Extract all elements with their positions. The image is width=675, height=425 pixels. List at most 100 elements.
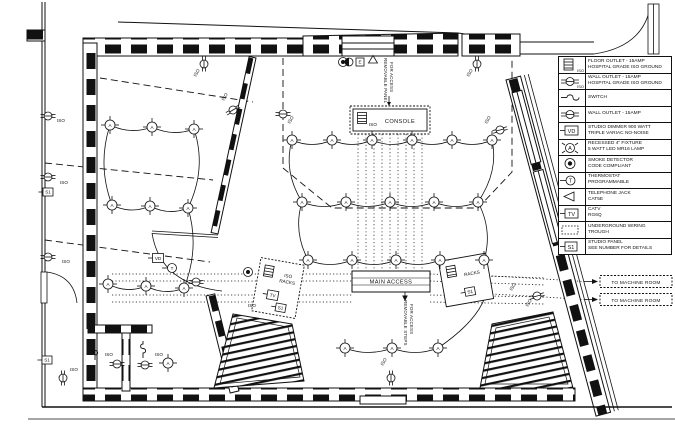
studio-panel-symbol bbox=[38, 187, 54, 197]
telephone-jack-icon bbox=[563, 191, 575, 202]
iso-label: ISO bbox=[62, 259, 70, 264]
removable-steps-text-1: REMOVABLE STEPS bbox=[403, 300, 408, 346]
wall-outlet-symbol bbox=[137, 360, 153, 370]
floor-outlet-symbol bbox=[262, 264, 275, 278]
fixture-wiring bbox=[103, 124, 495, 353]
removable-steps-note: REMOVABLE STEPS FOR ACCESS bbox=[403, 300, 414, 346]
wall-outlet-symbol bbox=[386, 370, 396, 386]
racks-label: RACKS bbox=[464, 270, 480, 278]
removable-panel-text-1: REMOVABLE PANEL bbox=[383, 58, 388, 104]
studio-panel-icon: S1 bbox=[560, 241, 578, 251]
console-box: ISO CONSOLE bbox=[349, 105, 431, 135]
console-label: CONSOLE bbox=[385, 119, 415, 125]
floor-outlet-icon bbox=[563, 58, 574, 71]
iso-label: ISO bbox=[484, 115, 493, 125]
iso-label: ISO bbox=[105, 352, 113, 357]
wall-outlet-symbol bbox=[472, 56, 482, 72]
right-arrow-icon bbox=[592, 297, 598, 302]
recessed-fixture-symbol bbox=[335, 338, 355, 358]
legend-iso-tag: ISO bbox=[577, 67, 584, 73]
door-top-right bbox=[593, 3, 660, 55]
recessed-fixture-symbol bbox=[428, 338, 448, 358]
wall-outlet-symbol bbox=[40, 111, 56, 121]
wall-outlet-iso-icon bbox=[561, 76, 579, 86]
svg-text:S1: S1 bbox=[568, 245, 575, 251]
recessed-fixture-symbol bbox=[174, 278, 194, 298]
wiring-trough-icon bbox=[561, 225, 579, 235]
wall-outlet-icon bbox=[561, 109, 579, 119]
main-access-box: MAIN ACCESS bbox=[351, 270, 431, 302]
door-left-partition bbox=[151, 230, 223, 292]
down-arrow-icon bbox=[387, 102, 391, 106]
iso-label: ISO bbox=[221, 92, 230, 102]
floor-outlet-symbol bbox=[357, 112, 367, 124]
to-machine-room-label-1: TO MACHINE ROOM bbox=[611, 280, 660, 286]
legend-iso-tag: ISO bbox=[577, 84, 584, 89]
svg-text:A: A bbox=[568, 146, 572, 152]
top-wall-left bbox=[82, 37, 304, 57]
recessed-fixture-symbol bbox=[142, 117, 162, 137]
iso-label: ISO bbox=[248, 303, 256, 308]
legend-row-wall-outlet: WALL OUTLET - 15AMP bbox=[559, 106, 671, 123]
wall-outlet-symbol bbox=[58, 370, 68, 386]
iso-label: ISO bbox=[60, 180, 68, 185]
switch-symbol bbox=[140, 340, 147, 359]
console-drop-lines bbox=[357, 134, 423, 270]
iso-label: ISO bbox=[287, 115, 296, 125]
trough-dotted-lines bbox=[112, 273, 585, 305]
iso-racks-box: ISO RACKS bbox=[251, 257, 305, 319]
legend-text: FLOOR OUTLET - 15AMP bbox=[588, 58, 645, 64]
bottom-left-v-wall bbox=[121, 332, 131, 392]
stage-left-hatch bbox=[213, 313, 305, 389]
wiring-run bbox=[288, 139, 303, 203]
smoke-detector-symbol bbox=[243, 267, 253, 277]
recessed-fixture-symbol bbox=[382, 338, 402, 358]
svg-text:VD: VD bbox=[568, 129, 576, 135]
wiring-run bbox=[187, 128, 200, 209]
bottom-wall-notch bbox=[359, 395, 407, 405]
stage-right-hatch bbox=[479, 311, 574, 389]
left-wall bbox=[82, 42, 98, 396]
studio-dimmer-symbol bbox=[147, 253, 164, 263]
iso-label: ISO bbox=[380, 357, 389, 367]
wiring-run bbox=[477, 139, 495, 203]
stage-hatched-areas bbox=[213, 311, 574, 389]
wiring-run bbox=[291, 139, 493, 145]
iso-racks-label-2: RACKS bbox=[279, 278, 295, 286]
exit-box-symbol bbox=[355, 57, 365, 67]
recessed-fixture-symbol bbox=[178, 198, 198, 218]
bottom-wall bbox=[82, 387, 576, 402]
wall-outlet-symbol bbox=[199, 56, 209, 72]
wall-outlet-symbol bbox=[40, 172, 56, 182]
iso-label: ISO bbox=[525, 298, 534, 308]
studio-panel-symbol bbox=[37, 355, 53, 365]
machine-room-callout-1: TO MACHINE ROOM bbox=[584, 275, 673, 288]
wall-outlet-symbol bbox=[40, 252, 56, 262]
racks-box: RACKS bbox=[437, 252, 495, 308]
recessed-fixture-symbol bbox=[322, 130, 342, 150]
half-circle-symbol bbox=[344, 57, 354, 67]
recessed-fixture-symbol bbox=[442, 130, 462, 150]
main-access-label: MAIN ACCESS bbox=[370, 280, 413, 286]
wiring-run bbox=[298, 201, 309, 261]
iso-label: ISO bbox=[57, 118, 65, 123]
recessed-fixture-symbol bbox=[102, 195, 122, 215]
down-arrow-icon bbox=[402, 295, 408, 302]
triangle-symbol bbox=[368, 55, 378, 64]
iso-label: ISO bbox=[466, 68, 475, 78]
iso-label: ISO bbox=[193, 68, 202, 78]
smoke-detector-icon bbox=[564, 158, 576, 169]
studio-dimmer-icon: VD bbox=[560, 125, 579, 136]
recessed-fixture-symbol bbox=[98, 274, 118, 294]
removable-panel-text-2: FOR ACCESS bbox=[389, 62, 394, 92]
bottom-left-h-wall bbox=[87, 324, 153, 334]
machine-room-callout-2: TO MACHINE ROOM bbox=[584, 293, 673, 306]
wiring-run bbox=[183, 207, 194, 289]
thermostat-icon: T bbox=[560, 175, 576, 185]
right-arrow-icon bbox=[592, 279, 598, 284]
